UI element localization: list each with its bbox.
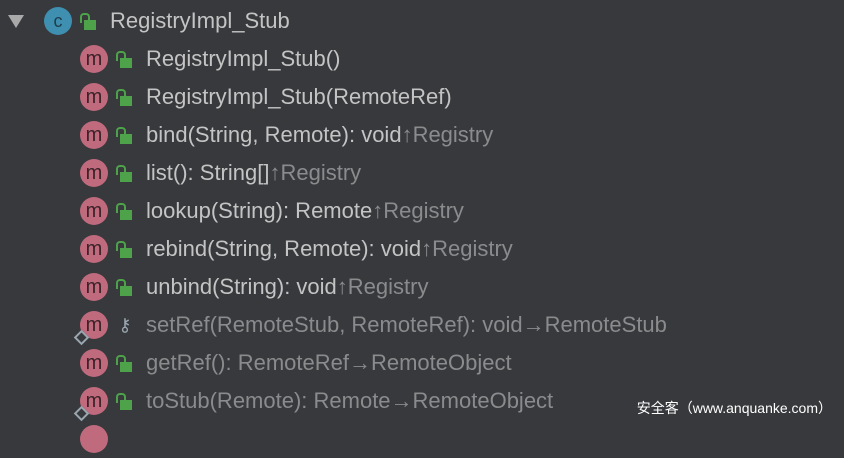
member-item[interactable]: m unbind(String): void ↑Registry (0, 268, 428, 306)
member-origin: ↑Registry (421, 236, 513, 261)
method-icon: m (80, 197, 108, 225)
protected-key-icon: ⚷ (118, 314, 132, 335)
member-item[interactable]: m getRef(): RemoteRef →RemoteObject (0, 344, 512, 382)
member-item[interactable]: m ⚷ setRef(RemoteStub, RemoteRef): void →R… (0, 306, 667, 346)
public-lock-icon (116, 276, 134, 298)
member-signature: getRef(): RemoteRef (146, 350, 349, 375)
member-signature: setRef(RemoteStub, RemoteRef): void (146, 312, 523, 337)
member-signature: RegistryImpl_Stub() (146, 46, 341, 71)
member-item[interactable]: m RegistryImpl_Stub() (0, 40, 340, 78)
method-icon: m (80, 273, 108, 301)
method-icon: m (80, 45, 108, 73)
method-icon: m (80, 349, 108, 377)
public-lock-icon (116, 86, 134, 108)
member-item-partial[interactable] (0, 420, 108, 458)
member-signature: bind(String, Remote): void (146, 122, 402, 147)
method-icon: m (80, 235, 108, 263)
member-item[interactable]: m list(): String[] ↑Registry (0, 154, 361, 192)
member-signature: RegistryImpl_Stub(RemoteRef) (146, 84, 452, 109)
member-origin: ↑Registry (372, 198, 464, 223)
member-item[interactable]: m lookup(String): Remote ↑Registry (0, 192, 464, 230)
member-item[interactable]: m rebind(String, Remote): void ↑Registry (0, 230, 513, 268)
class-icon: c (44, 7, 72, 35)
public-lock-icon (116, 238, 134, 260)
public-lock-icon (116, 390, 134, 412)
member-signature: unbind(String): void (146, 274, 337, 299)
class-name: RegistryImpl_Stub (110, 8, 290, 33)
public-lock-icon (116, 352, 134, 374)
public-lock-icon (116, 200, 134, 222)
member-origin: →RemoteObject (390, 388, 554, 413)
watermark: 安全客（www.anquanke.com） (636, 400, 832, 416)
method-icon: m (73, 387, 108, 422)
member-origin: ↑Registry (336, 274, 429, 299)
public-lock-icon (116, 162, 134, 184)
member-signature: list(): String[] (146, 160, 270, 185)
structure-tree: c RegistryImpl_Stub m RegistryImpl_Stub()… (0, 2, 832, 453)
method-icon (80, 425, 108, 453)
member-item[interactable]: m toStub(Remote): Remote →RemoteObject (0, 382, 554, 422)
override-icon (73, 405, 90, 422)
class-node[interactable]: c RegistryImpl_Stub (0, 2, 290, 40)
member-origin: →RemoteStub (522, 312, 667, 337)
member-signature: toStub(Remote): Remote (146, 388, 391, 413)
method-icon: m (80, 83, 108, 111)
member-origin: ↑Registry (269, 160, 362, 185)
method-icon: m (73, 311, 108, 346)
expand-arrow-icon[interactable] (8, 14, 24, 28)
member-signature: lookup(String): Remote (146, 198, 373, 223)
member-signature: rebind(String, Remote): void (146, 236, 422, 261)
public-lock-icon (80, 10, 98, 32)
member-origin: ↑Registry (401, 122, 494, 147)
override-icon (73, 329, 90, 346)
member-origin: →RemoteObject (348, 350, 512, 375)
member-item[interactable]: m RegistryImpl_Stub(RemoteRef) (0, 78, 452, 116)
public-lock-icon (116, 48, 134, 70)
member-item[interactable]: m bind(String, Remote): void ↑Registry (0, 116, 493, 154)
method-icon: m (80, 159, 108, 187)
public-lock-icon (116, 124, 134, 146)
method-icon: m (80, 121, 108, 149)
